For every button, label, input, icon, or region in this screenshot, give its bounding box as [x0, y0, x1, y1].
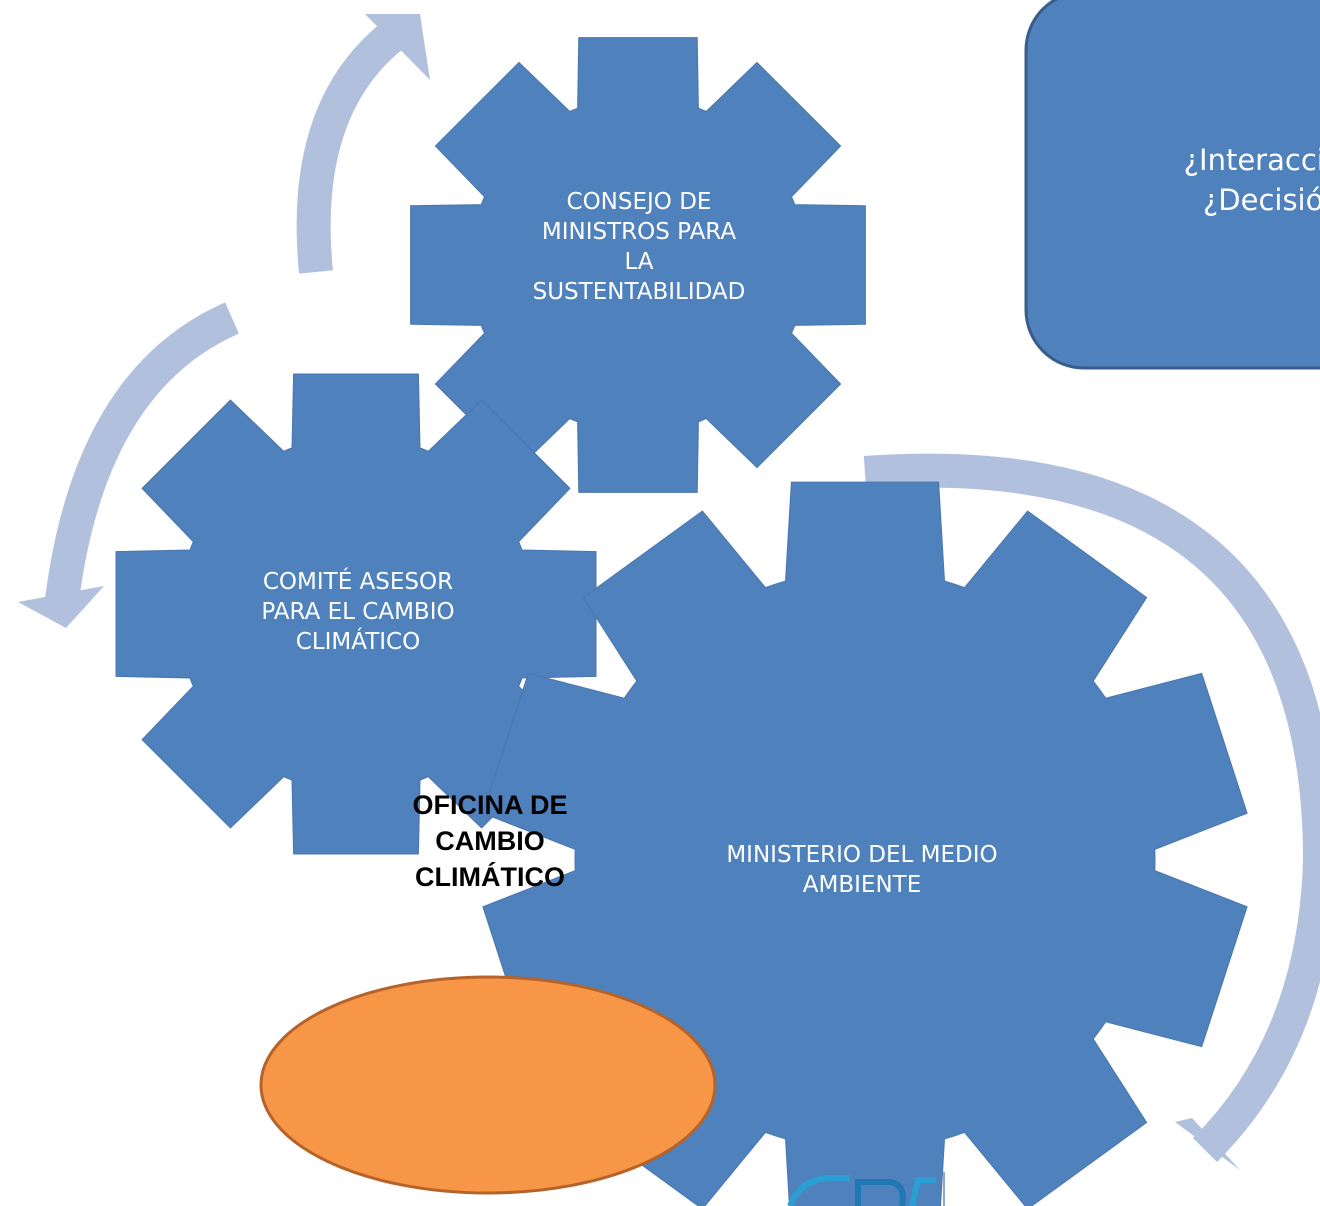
curved-arrow-down-left-icon [18, 302, 240, 628]
curved-arrow-up-icon [296, 14, 430, 274]
arrow-right-head [1175, 1118, 1240, 1170]
arrow-right [863, 453, 1320, 1163]
oval-label: OFICINA DE CAMBIO CLIMÁTICO [412, 790, 568, 892]
gear-consejo [410, 37, 866, 493]
arrow-left [45, 302, 240, 603]
callout-text: ¿Interacción? ¿Decisión? [1183, 143, 1320, 217]
gear-label-consejo: CONSEJO DE MINISTROS PARA LA SUSTENTABIL… [532, 189, 746, 305]
gear-comite [115, 373, 597, 855]
arrow-left-head [18, 586, 104, 628]
gear-label-ministerio: MINISTERIO DEL MEDIO AMBIENTE [726, 842, 998, 898]
curved-arrow-down-icon [863, 453, 1320, 1170]
arrow-top-left [296, 22, 403, 274]
arrows-layer [18, 14, 1320, 1170]
arrow-top-left-head [365, 14, 430, 80]
oval-oficina [259, 975, 717, 1195]
callout-box [1024, 0, 1320, 370]
gear-label-comite: COMITÉ ASESOR PARA EL CAMBIO CLIMÁTICO [261, 569, 455, 655]
logo-fragment [787, 1172, 945, 1206]
